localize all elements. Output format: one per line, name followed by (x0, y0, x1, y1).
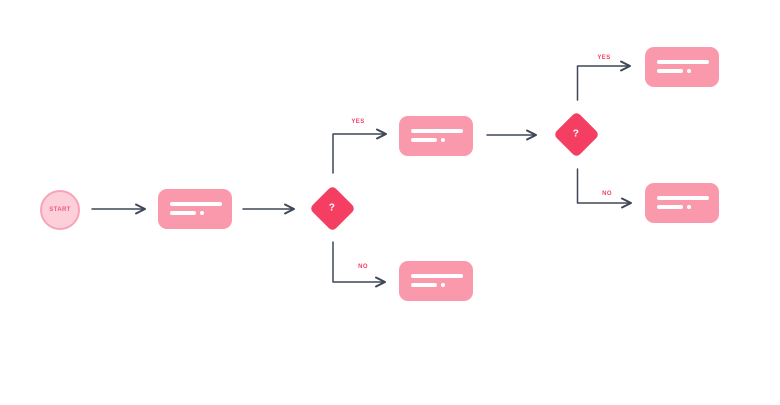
skeleton-line-short (657, 69, 683, 73)
skeleton-dot (200, 211, 204, 215)
decision-node-1[interactable]: ? (309, 185, 356, 232)
start-label: START (49, 207, 71, 213)
edge-decision2-no (576, 168, 632, 209)
process-node-2[interactable] (399, 116, 473, 156)
edge-decision1-no (332, 241, 386, 288)
skeleton-line-long (657, 196, 709, 200)
skeleton-dot (441, 138, 445, 142)
process-node-4[interactable] (645, 183, 719, 223)
skeleton-line-long (411, 274, 463, 278)
skeleton-dot (687, 69, 691, 73)
skeleton-line-short (170, 211, 196, 215)
skeleton-line-short (411, 138, 437, 142)
skeleton-line-long (411, 129, 463, 133)
process-node-5[interactable] (399, 261, 473, 301)
skeleton-line-long (657, 60, 709, 64)
start-node[interactable]: START (40, 190, 80, 230)
skeleton-dot (441, 283, 445, 287)
skeleton-dot (687, 205, 691, 209)
edge-decision1-yes (332, 128, 387, 174)
edge-label-no-1: NO (358, 264, 368, 270)
question-mark-label: ? (329, 202, 336, 214)
edge-label-yes-2: YES (597, 55, 611, 61)
question-mark-label: ? (573, 128, 580, 140)
edge-label-no-2: NO (602, 191, 612, 197)
process-node-1[interactable] (158, 189, 232, 229)
decision-node-2[interactable]: ? (553, 111, 600, 158)
skeleton-line-long (170, 202, 222, 206)
process-node-3[interactable] (645, 47, 719, 87)
skeleton-line-short (657, 205, 683, 209)
edge-label-yes-1: YES (351, 119, 365, 125)
skeleton-line-short (411, 283, 437, 287)
edge-decision2-yes (576, 60, 631, 101)
